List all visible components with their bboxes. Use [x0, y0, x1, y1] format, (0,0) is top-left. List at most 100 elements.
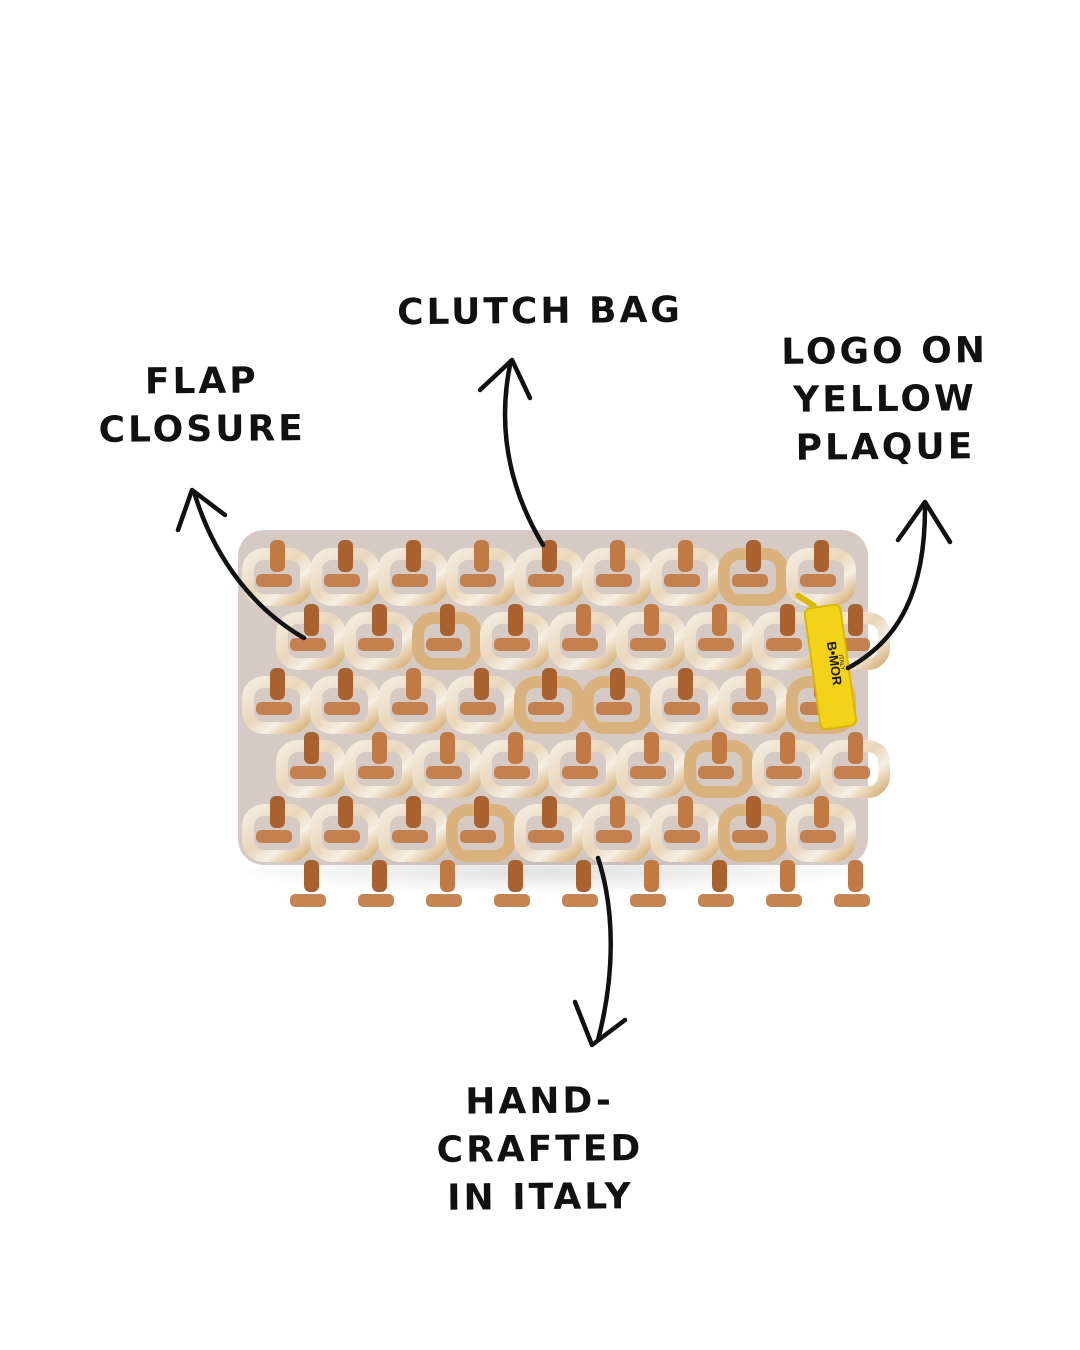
- leather-strap: [746, 668, 761, 700]
- leather-strap: [508, 732, 523, 764]
- leather-strap: [576, 604, 591, 636]
- leather-strap: [392, 830, 428, 843]
- leather-strap: [712, 732, 727, 764]
- leather-strap: [324, 574, 360, 587]
- leather-strap: [256, 574, 292, 587]
- leather-strap: [528, 574, 564, 587]
- leather-strap: [712, 860, 727, 892]
- leather-strap: [630, 638, 666, 651]
- leather-strap: [372, 860, 387, 892]
- leather-strap: [562, 894, 598, 907]
- leather-strap: [542, 540, 557, 572]
- leather-strap: [834, 894, 870, 907]
- leather-strap: [780, 860, 795, 892]
- leather-strap: [338, 796, 353, 828]
- leather-straps: [256, 540, 870, 907]
- leather-strap: [780, 732, 795, 764]
- plaque-subtext: ITALY: [837, 654, 845, 670]
- leather-strap: [732, 574, 768, 587]
- leather-strap: [698, 766, 734, 779]
- leather-strap: [610, 540, 625, 572]
- leather-strap: [256, 702, 292, 715]
- leather-strap: [732, 702, 768, 715]
- leather-strap: [338, 540, 353, 572]
- leather-strap: [576, 732, 591, 764]
- clutch-bag-image: [238, 530, 890, 907]
- leather-strap: [426, 638, 462, 651]
- leather-strap: [324, 702, 360, 715]
- leather-strap: [678, 668, 693, 700]
- leather-strap: [440, 860, 455, 892]
- leather-strap: [392, 574, 428, 587]
- leather-strap: [474, 796, 489, 828]
- leather-strap: [698, 894, 734, 907]
- leather-strap: [474, 668, 489, 700]
- leather-strap: [732, 830, 768, 843]
- leather-strap: [664, 830, 700, 843]
- leather-strap: [256, 830, 292, 843]
- leather-strap: [406, 540, 421, 572]
- leather-strap: [290, 894, 326, 907]
- leather-strap: [766, 638, 802, 651]
- leather-strap: [338, 668, 353, 700]
- leather-strap: [848, 860, 863, 892]
- leather-strap: [460, 830, 496, 843]
- leather-strap: [426, 894, 462, 907]
- leather-strap: [596, 830, 632, 843]
- label-line: CRAFTED: [436, 1128, 644, 1171]
- leather-strap: [358, 638, 394, 651]
- leather-strap: [678, 540, 693, 572]
- leather-strap: [358, 894, 394, 907]
- leather-strap: [610, 668, 625, 700]
- label-logo-plaque: LOGO ON YELLOW PLAQUE: [769, 327, 1000, 473]
- leather-strap: [494, 766, 530, 779]
- leather-strap: [814, 796, 829, 828]
- leather-strap: [304, 732, 319, 764]
- leather-strap: [834, 766, 870, 779]
- leather-strap: [848, 604, 863, 636]
- leather-strap: [562, 638, 598, 651]
- arrow-clutch-bag: [477, 357, 546, 548]
- label-line: CLUTCH BAG: [396, 289, 684, 334]
- leather-strap: [270, 796, 285, 828]
- leather-strap: [664, 702, 700, 715]
- label-line: FLAP: [144, 360, 259, 403]
- leather-strap: [494, 638, 530, 651]
- label-line: HAND-: [465, 1080, 615, 1123]
- leather-strap: [508, 860, 523, 892]
- label-line: IN ITALY: [446, 1176, 634, 1219]
- plaque-logo-text: B•MOR: [824, 640, 845, 687]
- leather-strap: [644, 860, 659, 892]
- leather-strap: [290, 766, 326, 779]
- leather-strap: [304, 604, 319, 636]
- leather-strap: [406, 796, 421, 828]
- leather-strap: [474, 540, 489, 572]
- leather-strap: [304, 860, 319, 892]
- leather-strap: [630, 766, 666, 779]
- leather-strap: [780, 604, 795, 636]
- arrow-logo-plaque: [845, 499, 953, 671]
- leather-strap: [528, 830, 564, 843]
- label-line: PLAQUE: [795, 426, 976, 469]
- leather-strap: [358, 766, 394, 779]
- leather-strap: [610, 796, 625, 828]
- leather-strap: [440, 732, 455, 764]
- leather-strap: [596, 574, 632, 587]
- label-line: LOGO ON: [781, 330, 989, 373]
- label-handcrafted: HAND- CRAFTED IN ITALY: [409, 1077, 670, 1223]
- yellow-logo-plaque: B•MOR ITALY: [795, 592, 857, 731]
- leather-strap: [746, 796, 761, 828]
- leather-strap: [324, 830, 360, 843]
- leather-strap: [766, 894, 802, 907]
- leather-strap: [406, 668, 421, 700]
- leather-strap: [270, 540, 285, 572]
- leather-strap: [698, 638, 734, 651]
- leather-strap: [372, 732, 387, 764]
- leather-strap: [270, 668, 285, 700]
- leather-strap: [542, 668, 557, 700]
- leather-strap: [800, 830, 836, 843]
- label-line: YELLOW: [793, 378, 977, 421]
- leather-strap: [848, 732, 863, 764]
- leather-strap: [814, 540, 829, 572]
- leather-strap: [664, 574, 700, 587]
